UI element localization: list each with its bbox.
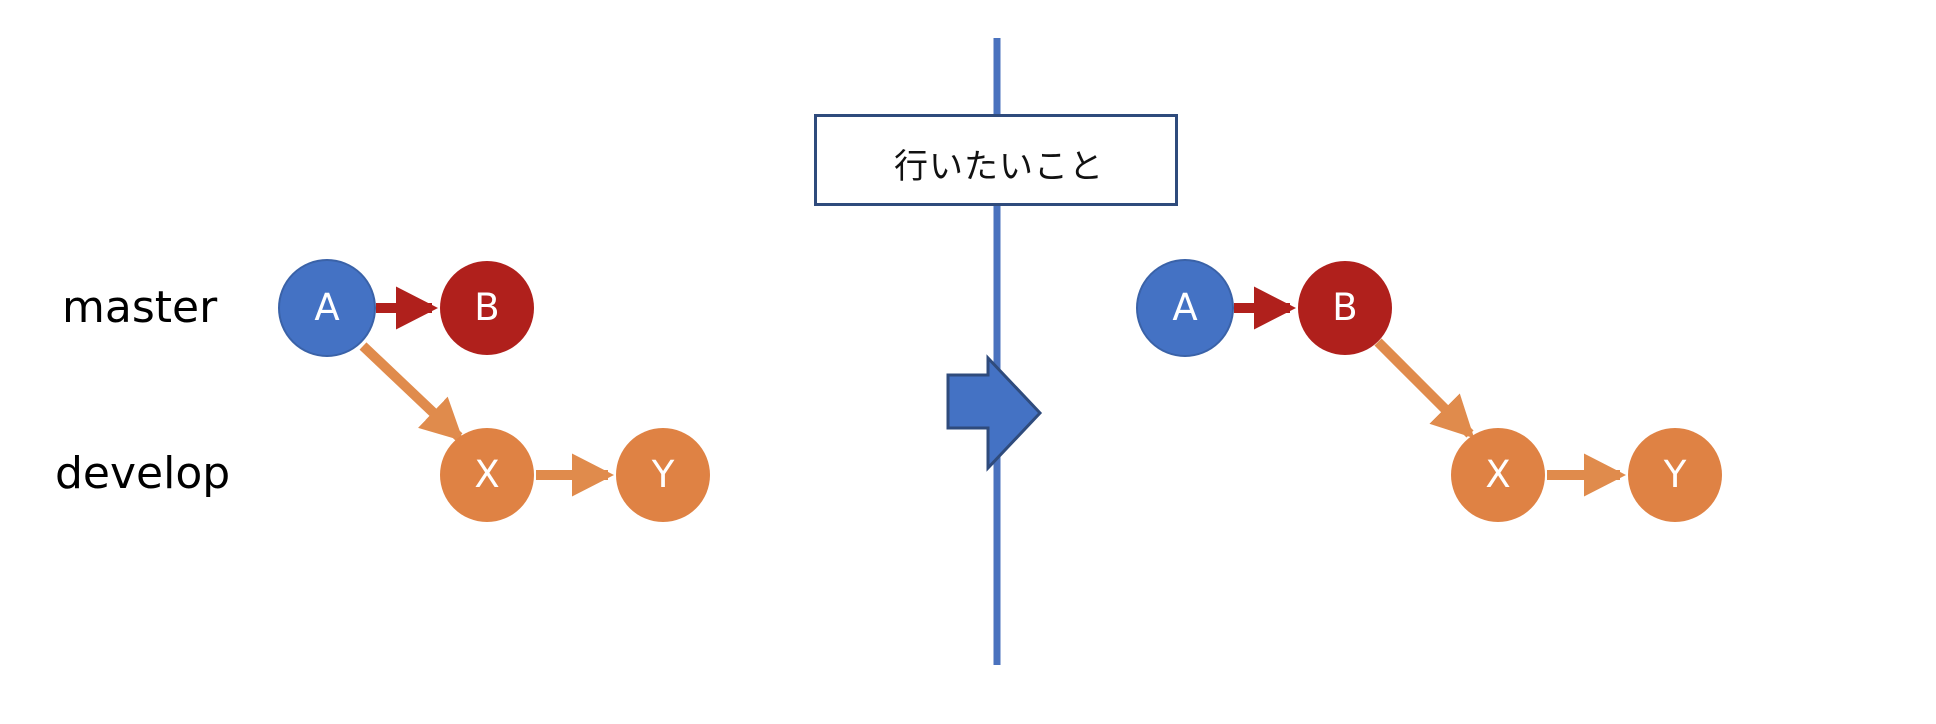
- node-right-x[interactable]: [1451, 428, 1545, 522]
- node-left-b[interactable]: [440, 261, 534, 355]
- transition-arrow-icon: [946, 354, 1043, 472]
- callout-box: 行いたいこと: [814, 114, 1178, 206]
- left-diagram-edges: [359, 286, 615, 497]
- node-left-y[interactable]: [616, 428, 710, 522]
- node-right-a[interactable]: [1136, 259, 1234, 357]
- edge-left-a-to-x: [359, 342, 464, 442]
- node-left-a[interactable]: [278, 259, 376, 357]
- node-left-x[interactable]: [440, 428, 534, 522]
- edge-right-b-to-x: [1374, 338, 1475, 439]
- callout-text: 行いたいこと: [894, 146, 1104, 187]
- branch-label-master: master: [62, 282, 218, 333]
- node-right-y[interactable]: [1628, 428, 1722, 522]
- node-right-b[interactable]: [1298, 261, 1392, 355]
- right-diagram-nodes: [1136, 259, 1722, 522]
- branch-label-develop: develop: [55, 448, 231, 499]
- left-diagram-nodes: [278, 259, 710, 522]
- right-diagram-edges: [1234, 286, 1627, 497]
